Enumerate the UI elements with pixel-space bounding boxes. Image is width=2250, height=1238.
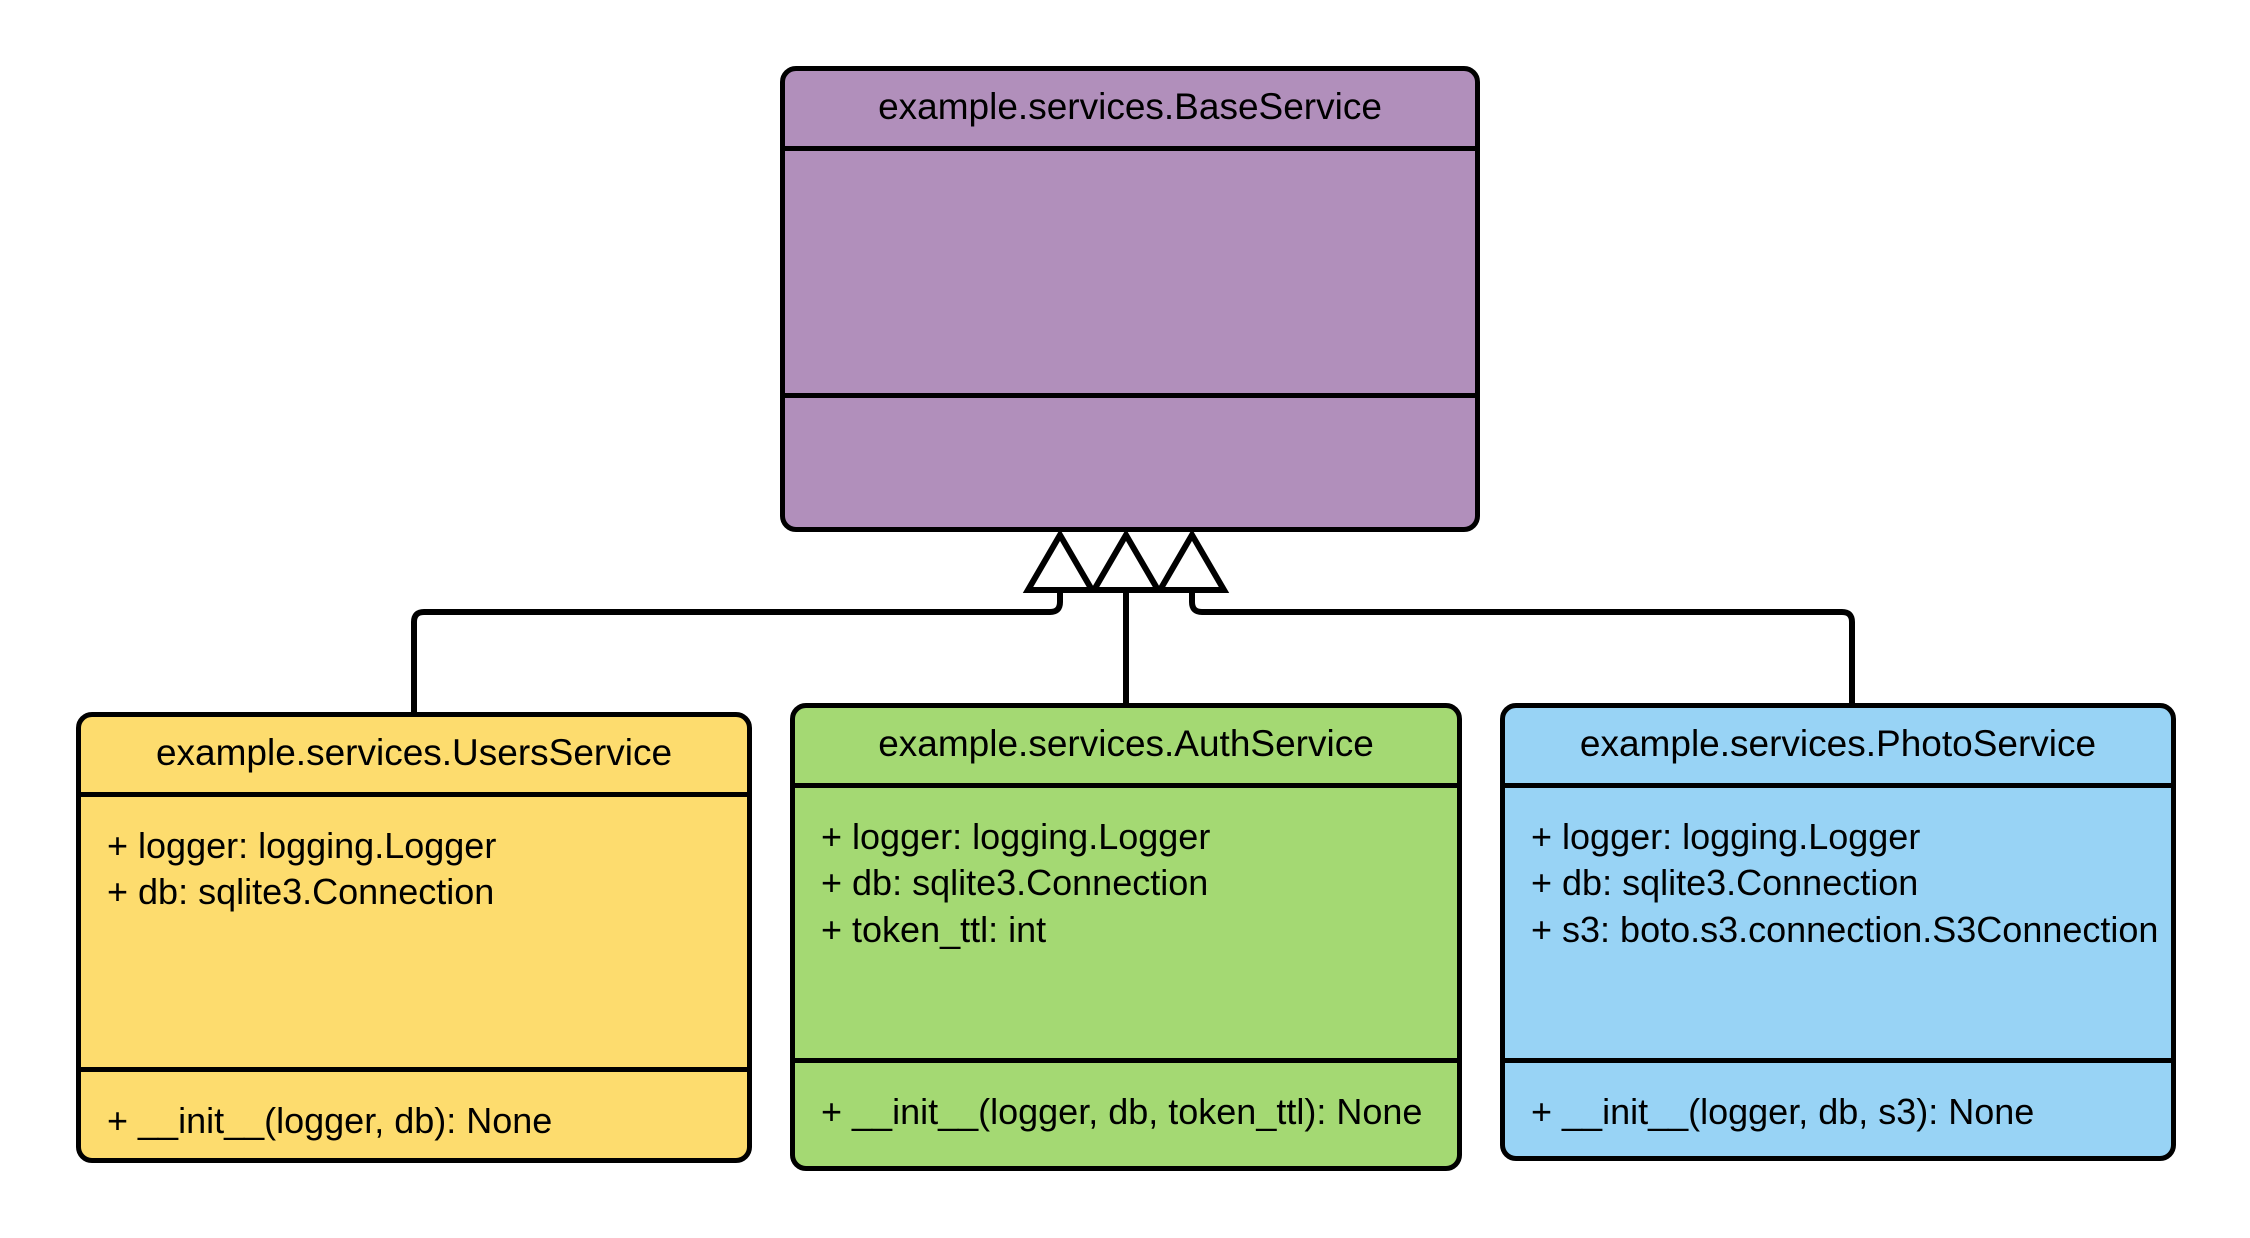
attribute-row: + db: sqlite3.Connection xyxy=(107,871,495,913)
methods-compartment-usersservice: + __init__(logger, db): None xyxy=(81,1072,747,1158)
class-name-photoservice: example.services.PhotoService xyxy=(1579,723,2097,764)
compartment-divider xyxy=(81,791,747,797)
class-box-usersservice[interactable]: example.services.UsersService + logger: … xyxy=(76,712,752,1163)
inheritance-arrowhead-auth xyxy=(1088,529,1164,593)
compartment-divider xyxy=(1505,1057,2171,1063)
compartment-divider xyxy=(785,392,1475,398)
attributes-compartment-usersservice: + logger: logging.Logger + db: sqlite3.C… xyxy=(81,797,747,1067)
compartment-divider xyxy=(81,1066,747,1072)
attribute-row: + logger: logging.Logger xyxy=(821,815,1211,857)
attribute-row: + s3: boto.s3.connection.S3Connection xyxy=(1531,909,2159,951)
attribute-row: + db: sqlite3.Connection xyxy=(1531,862,1919,904)
attributes-compartment-baseservice xyxy=(785,151,1475,393)
compartment-divider xyxy=(795,1057,1457,1063)
compartment-divider xyxy=(795,782,1457,788)
class-box-photoservice[interactable]: example.services.PhotoService + logger: … xyxy=(1500,703,2176,1161)
edge-photo-to-base xyxy=(1189,590,1855,703)
methods-compartment-authservice: + __init__(logger, db, token_ttl): None xyxy=(795,1063,1457,1166)
methods-compartment-photoservice: + __init__(logger, db, s3): None xyxy=(1505,1063,2171,1156)
class-name-usersservice: example.services.UsersService xyxy=(155,732,673,773)
attribute-row: + logger: logging.Logger xyxy=(1531,815,1921,857)
edge-users-to-base xyxy=(411,590,1063,712)
attributes-compartment-authservice: + logger: logging.Logger + db: sqlite3.C… xyxy=(795,788,1457,1058)
attributes-compartment-photoservice: + logger: logging.Logger + db: sqlite3.C… xyxy=(1505,788,2171,1058)
methods-compartment-baseservice xyxy=(785,398,1475,527)
attribute-row: + token_ttl: int xyxy=(821,909,1047,951)
compartment-divider xyxy=(1505,782,2171,788)
class-box-authservice[interactable]: example.services.AuthService + logger: l… xyxy=(790,703,1462,1171)
method-row: + __init__(logger, db): None xyxy=(107,1099,553,1141)
compartment-divider xyxy=(785,145,1475,151)
class-name-baseservice: example.services.BaseService xyxy=(878,86,1382,127)
inheritance-arrowhead-users xyxy=(1022,529,1098,593)
method-row: + __init__(logger, db, s3): None xyxy=(1531,1090,2035,1132)
class-box-baseservice[interactable]: example.services.BaseService xyxy=(780,66,1480,532)
class-name-authservice: example.services.AuthService xyxy=(878,723,1374,764)
attribute-row: + logger: logging.Logger xyxy=(107,824,497,866)
method-row: + __init__(logger, db, token_ttl): None xyxy=(821,1090,1423,1132)
inheritance-arrowhead-photo xyxy=(1154,529,1230,593)
attribute-row: + db: sqlite3.Connection xyxy=(821,862,1209,904)
